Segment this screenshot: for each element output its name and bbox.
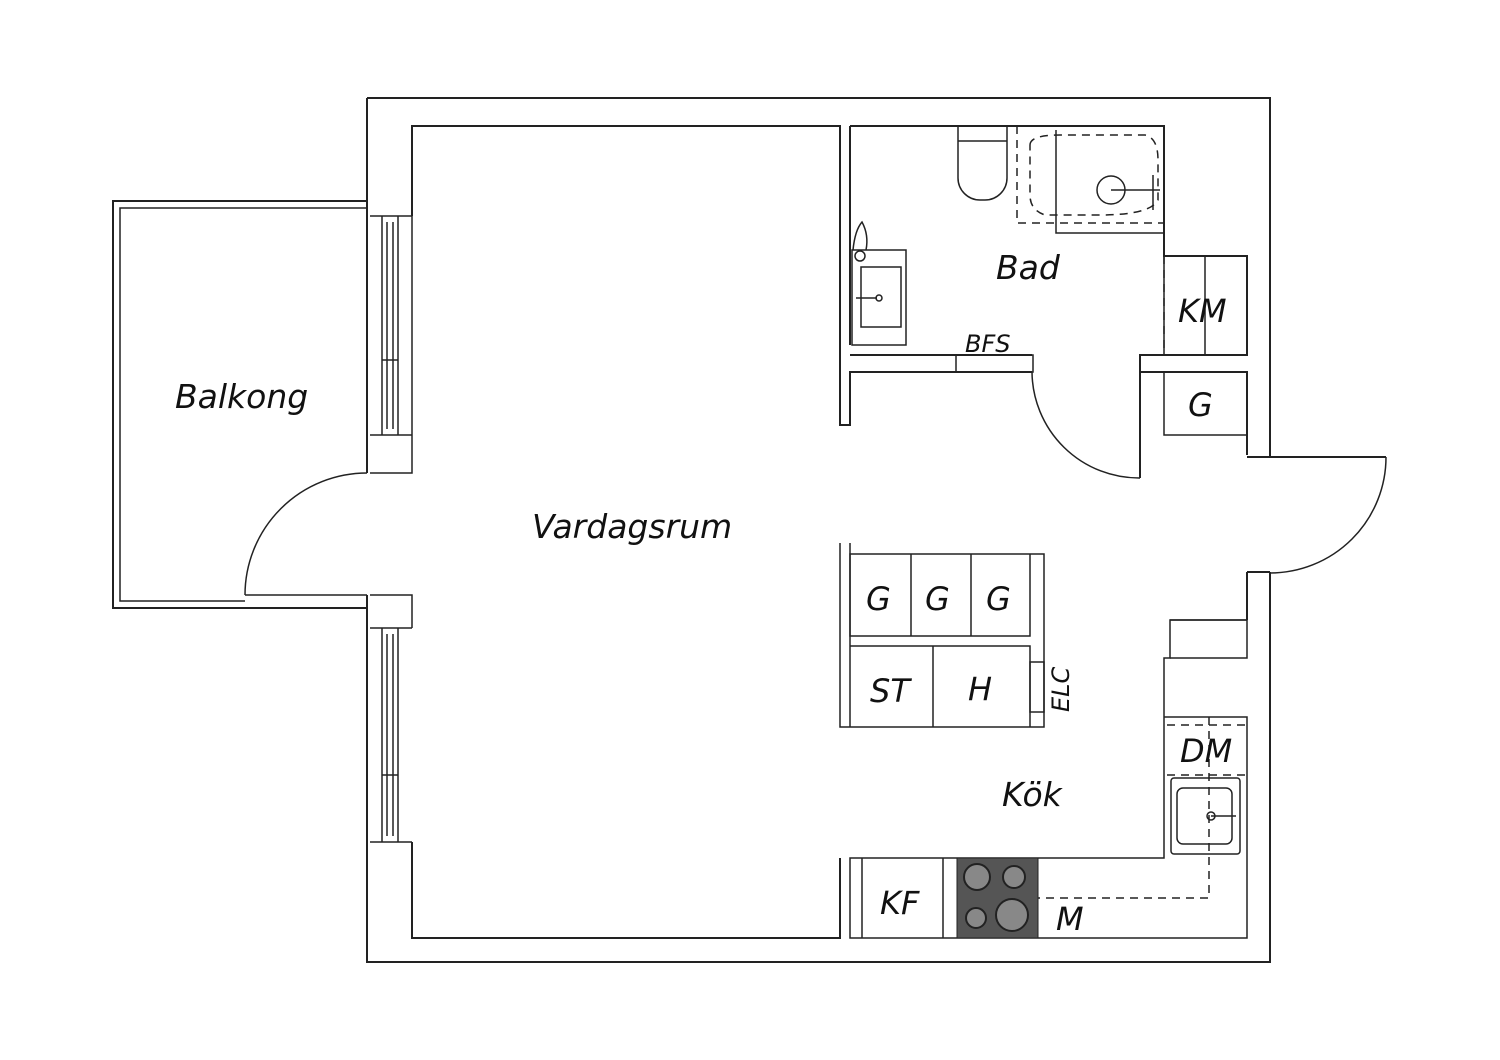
kitchen-sink <box>1170 777 1241 855</box>
label-bathroom: Bad <box>996 248 1061 287</box>
bathroom-fixtures <box>851 126 1165 373</box>
balcony-door <box>244 472 368 596</box>
label-g2: G <box>925 580 950 618</box>
label-dm: DM <box>1180 732 1232 770</box>
label-g1: G <box>866 580 891 618</box>
label-km: KM <box>1178 292 1227 330</box>
balcony <box>112 200 368 609</box>
outer-walls <box>366 97 1271 963</box>
windows <box>370 215 413 843</box>
bfs-panel <box>955 354 1034 373</box>
label-m: M <box>1056 900 1084 938</box>
bathroom-door <box>1031 371 1141 479</box>
kitchen-units <box>839 543 1248 939</box>
elc-panel <box>1029 661 1045 713</box>
label-closet-g: G <box>1188 386 1213 424</box>
label-balcony: Balkong <box>175 377 308 416</box>
label-g3: G <box>986 580 1011 618</box>
label-living-room: Vardagsrum <box>532 507 732 546</box>
label-kitchen: Kök <box>1002 775 1064 814</box>
label-st: ST <box>870 672 912 710</box>
label-bfs: BFS <box>965 330 1011 358</box>
label-kf: KF <box>880 884 920 922</box>
toilet <box>957 126 1008 201</box>
label-elc: ELC <box>1047 666 1075 712</box>
label-h: H <box>968 670 992 708</box>
entrance-door <box>1269 456 1387 574</box>
